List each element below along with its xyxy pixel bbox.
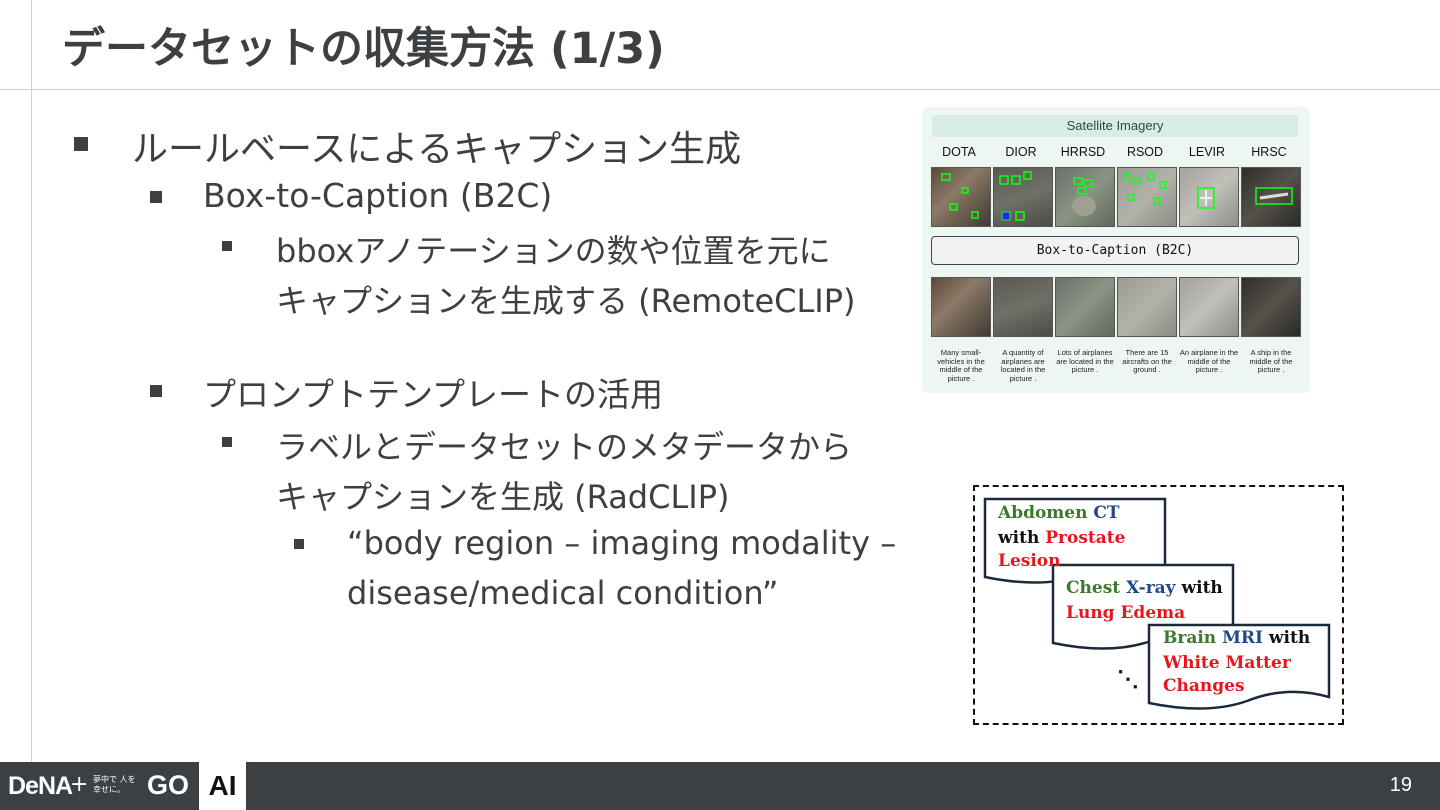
dataset-label: DOTA	[942, 145, 976, 159]
bullet-bbox-line1: bboxアノテーションの数や位置を元に	[276, 232, 831, 270]
bullet-label-line1: ラベルとデータセットのメタデータから	[276, 428, 853, 466]
document-cards-svg	[983, 497, 1331, 710]
bullet-bbox-line2: キャプションを生成する (RemoteCLIP)	[276, 282, 856, 320]
bullet-template-line1: “body region – imaging modality –	[347, 524, 897, 562]
satellite-image-rsod-result	[1117, 277, 1177, 337]
ellipsis-icon: ⋱	[1117, 666, 1139, 692]
bullet-label-line2: キャプションを生成 (RadCLIP)	[276, 478, 730, 516]
satellite-image-rsod	[1117, 167, 1177, 227]
title-divider	[0, 89, 1440, 90]
body-region-text: Brain	[1163, 628, 1217, 648]
satellite-image-dota-result	[931, 277, 991, 337]
bullet-marker	[222, 241, 232, 251]
bullet-marker	[294, 539, 304, 549]
modality-text: X-ray	[1126, 578, 1176, 598]
modality-text: CT	[1093, 503, 1120, 523]
condition-text: Changes	[1163, 676, 1245, 696]
card-abdomen-line2: with Prostate	[998, 526, 1125, 550]
medical-prompt-figure: Abdomen CT with Prostate Lesion Chest X-…	[973, 485, 1344, 725]
satellite-image-hrrsd	[1055, 167, 1115, 227]
condition-text: White Matter	[1163, 653, 1291, 673]
bullet-prompt-template: プロンプトテンプレートの活用	[203, 375, 664, 414]
slide-title: データセットの収集方法 (1/3)	[62, 24, 665, 74]
card-chest-line1: Chest X-ray with	[1066, 576, 1223, 600]
tagline-logo: 夢中で 人を幸せに。	[93, 775, 136, 794]
dataset-label: HRSC	[1251, 145, 1287, 159]
dataset-label: HRRSD	[1060, 145, 1106, 159]
bullet-rule-based: ルールベースによるキャプション生成	[132, 129, 742, 170]
satellite-image-levir	[1179, 167, 1239, 227]
connector-text: with	[998, 528, 1040, 548]
b2c-method-box: Box-to-Caption (B2C)	[931, 236, 1299, 265]
go-logo: GO	[147, 770, 190, 800]
satellite-image-hrsc-result	[1241, 277, 1301, 337]
satellite-image-hrsc	[1241, 167, 1301, 227]
caption-rsod: There are 15 aircrafts on the ground .	[1122, 348, 1172, 374]
condition-text: Prostate	[1045, 528, 1126, 548]
dataset-label: RSOD	[1126, 145, 1164, 159]
dena-logo: DeNA	[8, 772, 73, 800]
satellite-figure: Satellite Imagery DOTA DIOR HRRSD RSOD L…	[922, 107, 1310, 393]
bullet-marker	[150, 191, 162, 203]
caption-dior: A quantity of airplanes are located in t…	[1000, 348, 1046, 383]
page-number: 19	[1389, 774, 1412, 796]
body-region-text: Chest	[1066, 578, 1121, 598]
caption-dota: Many small-vehicles in the middle of the…	[937, 348, 985, 383]
caption-hrsc: A ship in the middle of the picture .	[1249, 348, 1293, 374]
bullet-marker	[222, 437, 232, 447]
condition-text: Lesion	[998, 551, 1061, 571]
satellite-image-dior	[993, 167, 1053, 227]
left-margin-line	[31, 0, 32, 762]
plus-sign: +	[70, 772, 89, 797]
bullet-template-line2: disease/medical condition”	[347, 574, 779, 612]
connector-text: with	[1268, 628, 1311, 648]
condition-text: Lung Edema	[1066, 603, 1186, 623]
card-brain-line1: Brain MRI with	[1163, 626, 1310, 650]
satellite-image-levir-result	[1179, 277, 1239, 337]
footer-bar: DeNA + 夢中で 人を幸せに。 GO AI 19	[0, 762, 1440, 810]
satellite-image-hrrsd-result	[1055, 277, 1115, 337]
connector-text: with	[1181, 578, 1223, 598]
bullet-marker	[74, 137, 88, 151]
dataset-label: LEVIR	[1188, 145, 1226, 159]
satellite-image-dota	[931, 167, 991, 227]
card-abdomen-line1: Abdomen CT	[998, 501, 1120, 525]
ai-badge: AI	[199, 762, 246, 810]
bullet-b2c: Box-to-Caption (B2C)	[203, 176, 553, 215]
bullet-marker	[150, 385, 162, 397]
modality-text: MRI	[1222, 628, 1263, 648]
satellite-image-dior-result	[993, 277, 1053, 337]
dataset-label: DIOR	[1005, 145, 1037, 159]
body-region-text: Abdomen	[998, 503, 1088, 523]
satellite-header: Satellite Imagery	[932, 115, 1298, 137]
caption-levir: An airplane in the middle of the picture…	[1179, 348, 1239, 374]
caption-hrrsd: Lots of airplanes are located in the pic…	[1056, 348, 1114, 374]
